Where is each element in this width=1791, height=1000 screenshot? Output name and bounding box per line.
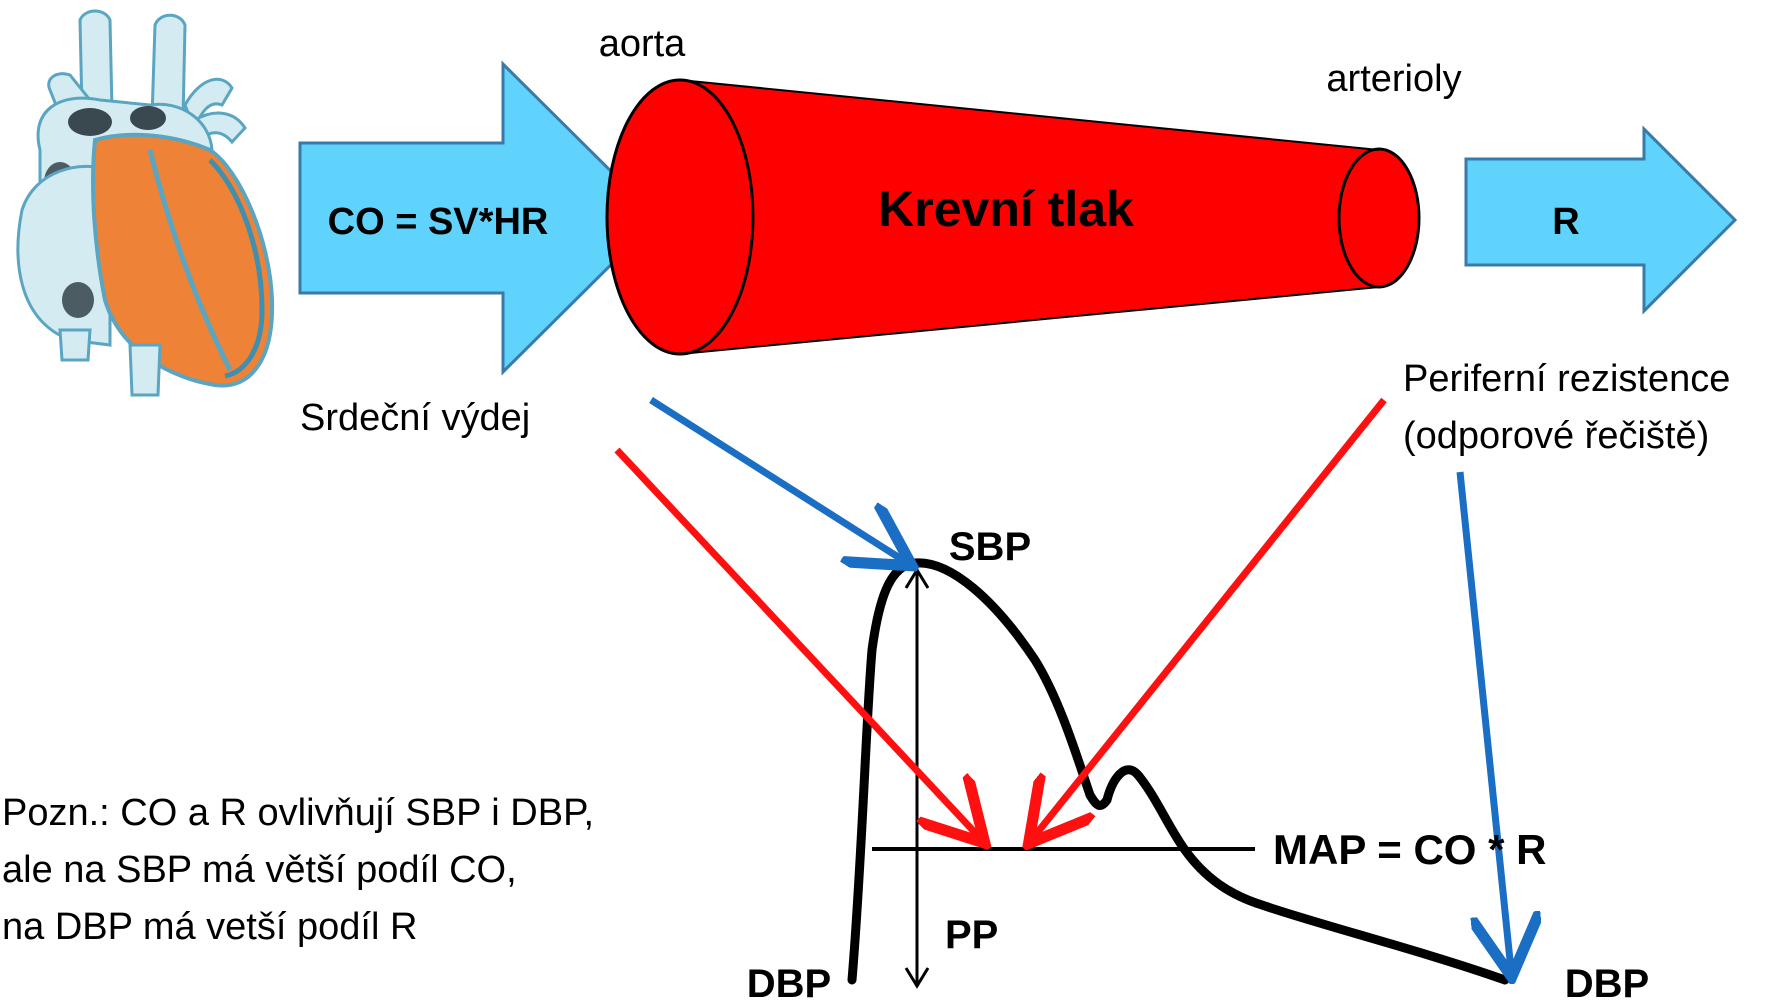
blood-pressure-label: Krevní tlak [878, 181, 1134, 237]
co-to-map-arrow [614, 447, 980, 838]
dbp-right-label: DBP [1565, 962, 1649, 1000]
dbp-left-label: DBP [747, 962, 831, 1000]
pp-label: PP [945, 913, 998, 957]
note-line-1: Pozn.: CO a R ovlivňují SBP i DBP, [2, 792, 594, 834]
co-formula-label: CO = SV*HR [328, 201, 549, 243]
note-line-2: ale na SBP má větší podíl CO, [2, 849, 517, 891]
heart-icon [16, 9, 275, 397]
aorta-label: aorta [599, 23, 686, 65]
resistance-arrow [1464, 125, 1738, 315]
r-to-dbp-arrow [1456, 471, 1511, 970]
resistance-bed-caption: (odporové řečiště) [1403, 415, 1709, 457]
note-block: Pozn.: CO a R ovlivňují SBP i DBP, ale n… [2, 792, 594, 948]
blood-vessel-cone [605, 78, 1421, 356]
co-to-sbp-arrow [649, 397, 906, 562]
arterioles-label: arterioly [1326, 58, 1461, 100]
map-formula-label: MAP = CO * R [1273, 826, 1546, 873]
peripheral-resistance-caption: Periferní rezistence [1403, 358, 1730, 400]
sbp-label: SBP [949, 525, 1031, 569]
r-to-map-arrow [1033, 397, 1387, 838]
resistance-label: R [1552, 201, 1579, 243]
cardiac-output-caption: Srdeční výdej [300, 397, 530, 439]
note-line-3: na DBP má vetší podíl R [2, 906, 417, 948]
cardiac-output-arrow [298, 60, 661, 376]
